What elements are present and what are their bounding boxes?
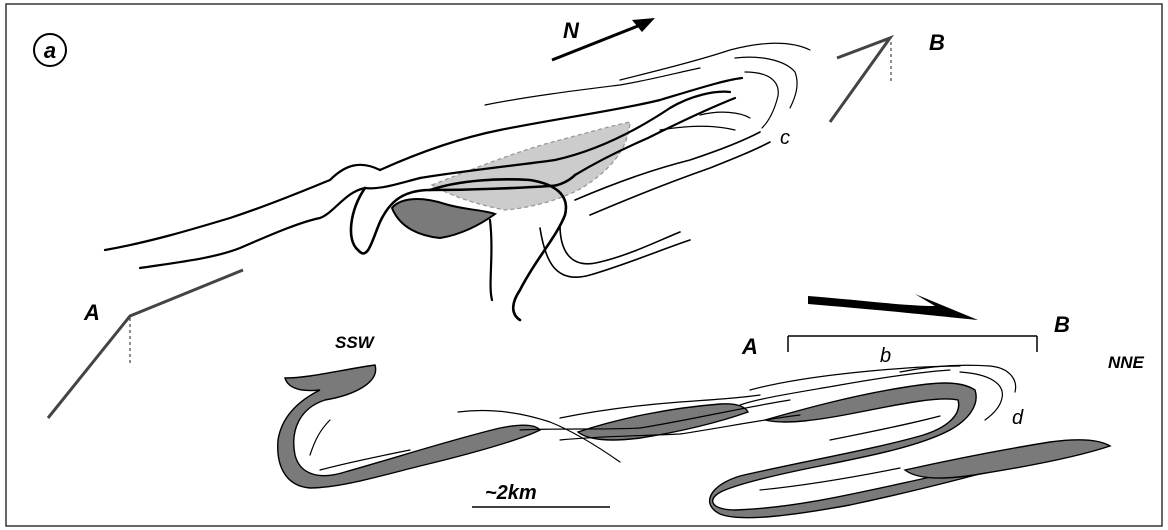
section-grey-layers [278,365,1110,518]
section-end-b: B [1054,312,1070,337]
direction-ssw: SSW [335,333,376,352]
section-end-a: A [741,334,758,359]
light-layer [432,122,630,210]
cross-section: A B SSW NNE b d ~2km [278,294,1145,518]
map-view: N A B c [48,18,945,418]
dark-layer [392,199,495,238]
section-bracket [788,336,1037,352]
map-point-b: B [929,30,945,55]
section-trace-a [48,270,243,418]
panel-label-text: a [44,38,56,63]
scale-label: ~2km [485,482,537,504]
panel-label: a [34,34,66,66]
fold-label-b: b [880,345,891,367]
direction-nne: NNE [1108,353,1145,372]
map-point-a: A [83,300,100,325]
figure-frame [6,4,1162,526]
fold-label-d: d [1012,407,1024,429]
section-trace-b [830,38,891,122]
fold-label-c: c [780,127,790,149]
north-label: N [563,18,580,43]
shear-arrow-icon [808,294,978,320]
